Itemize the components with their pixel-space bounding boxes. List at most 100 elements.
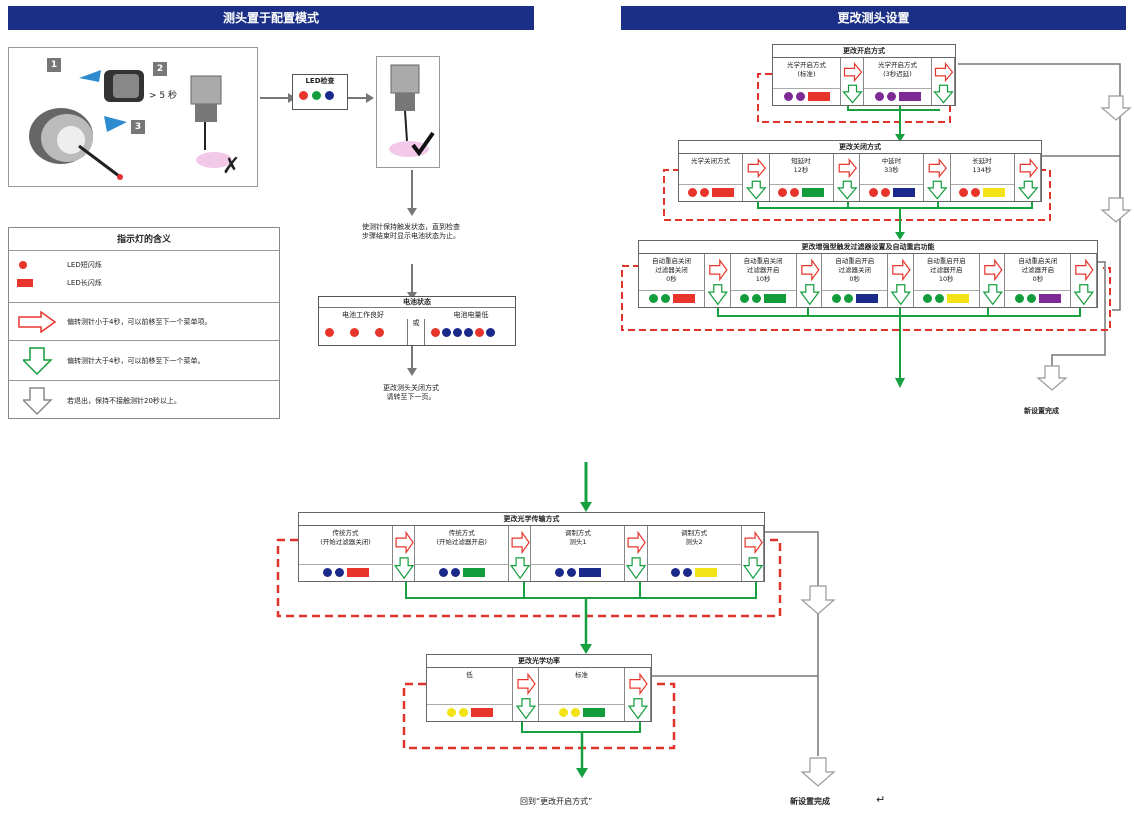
right-banner: 更改测头设置 [621, 6, 1126, 30]
led-long-flash [583, 708, 605, 717]
led-short-flash [778, 188, 787, 197]
led-pattern [539, 704, 624, 718]
led-green [312, 91, 321, 100]
menu-option-label: 调制方式 测头2 [648, 529, 741, 547]
led-short-flash [335, 568, 344, 577]
led-long-flash [347, 568, 369, 577]
led-long-flash [983, 188, 1005, 197]
led-short-flash [700, 188, 709, 197]
power-options: 低 标准 [427, 668, 651, 721]
center-flow-arrows [400, 168, 430, 398]
led-long-flash [856, 294, 878, 303]
legend-green-arrow-row: 偏转测针大于4秒，可以前移至下一个菜单。 [9, 340, 279, 380]
led-pattern [1005, 290, 1070, 304]
menu-option-label: 标准 [539, 671, 624, 680]
battery-low-led [464, 328, 473, 337]
led-short-flash [447, 708, 456, 717]
menu-option: 调制方式 测头2 [648, 526, 742, 581]
menu-option-label: 中延时 33秒 [860, 157, 923, 175]
legend-title: 指示灯的含义 [9, 232, 279, 245]
legend-red-arrow-row: 偏转测针小于4秒，可以前移至下一个菜单项。 [9, 302, 279, 340]
led-short-flash [559, 708, 568, 717]
led-short-flash [555, 568, 564, 577]
battery-title: 电池状态 [319, 298, 515, 308]
led-short-flash [923, 294, 932, 303]
menu-option-label: 自动重启开启 过滤器开启 10秒 [914, 257, 979, 284]
led-short-flash [571, 708, 580, 717]
return-mark: ↵ [876, 793, 885, 806]
long-flash-label: LED长闪烁 [67, 278, 102, 288]
left-banner: 测头置于配置模式 [8, 6, 534, 30]
led-pattern [427, 704, 512, 718]
led-red [299, 91, 308, 100]
menu-option-label: 传统方式 (开始过滤器开启) [415, 529, 508, 547]
led-short-flash [1027, 294, 1036, 303]
caption-trigger-line-2: 步骤结束时显示电池状态为止。 [336, 232, 486, 241]
led-short-flash [887, 92, 896, 101]
short-flash-dot [19, 261, 27, 269]
led-long-flash [899, 92, 921, 101]
menu-option: 自动重启开启 过滤器开启 10秒 [914, 254, 980, 307]
battery-low-led [475, 328, 484, 337]
menu-option: 自动重启关闭 过滤器关闭 0秒 [639, 254, 705, 307]
fail-x-icon: ✗ [222, 154, 240, 179]
led-short-flash [740, 294, 749, 303]
menu-option: 低 [427, 668, 513, 721]
next-option-arrow [1015, 154, 1042, 201]
led-short-flash [567, 568, 576, 577]
led-short-flash [439, 568, 448, 577]
led-short-flash [796, 92, 805, 101]
led-short-flash [971, 188, 980, 197]
next-option-arrow [509, 526, 531, 581]
led-pattern [860, 184, 923, 198]
menu-option-label: 自动重启关闭 过滤器开启 10秒 [731, 257, 796, 284]
return-label: 回到“更改开启方式” [520, 796, 592, 807]
led-pattern [773, 88, 840, 102]
next-option-arrow [1071, 254, 1097, 307]
battery-low-led [486, 328, 495, 337]
menu-option: 光学开启方式 (标准) [773, 58, 841, 105]
next-option-arrow [742, 526, 764, 581]
battery-low-led [442, 328, 451, 337]
led-pattern [914, 290, 979, 304]
menu-option-label: 光学开启方式 (标准) [773, 61, 840, 79]
led-short-flash [832, 294, 841, 303]
next-option-arrow [841, 58, 864, 105]
led-long-flash [673, 294, 695, 303]
led-short-flash [875, 92, 884, 101]
menu-option-label: 长延时 134秒 [951, 157, 1014, 175]
filter-title: 更改增强型触发过滤器设置及自动重启功能 [639, 241, 1097, 254]
led-blue [325, 91, 334, 100]
led-pattern [731, 290, 796, 304]
caption-next-line-2: 请转至下一页。 [336, 393, 486, 402]
led-pattern [770, 184, 833, 198]
menu-option-label: 短延时 12秒 [770, 157, 833, 175]
menu-option-label: 传统方式 (开始过滤器关闭) [299, 529, 392, 547]
led-short-flash [1015, 294, 1024, 303]
next-option-arrow [625, 526, 647, 581]
menu-option-label: 光学关闭方式 [679, 157, 742, 166]
menu-option: 中延时 33秒 [860, 154, 924, 201]
led-long-flash [947, 294, 969, 303]
caption-next-page: 更改测头关闭方式 请转至下一页。 [336, 384, 486, 402]
led-long-flash [1039, 294, 1061, 303]
menu-option: 传统方式 (开始过滤器关闭) [299, 526, 393, 581]
led-short-flash [752, 294, 761, 303]
caption-trigger-line-1: 使测针保持触发状态，直到检查 [336, 223, 486, 232]
short-flash-label: LED短闪烁 [67, 260, 102, 270]
red-arrow-icon [17, 311, 57, 333]
power-title: 更改光学功率 [427, 655, 651, 668]
led-pattern [531, 564, 624, 578]
battery-or-label: 或 [407, 319, 425, 345]
led-pattern [415, 564, 508, 578]
led-short-flash [688, 188, 697, 197]
menu-option: 光学开启方式 (3秒迟延) [864, 58, 932, 105]
menu-option-label: 自动重启关闭 过滤器关闭 0秒 [639, 257, 704, 284]
menu-option: 自动重启关闭 过滤器开启 10秒 [731, 254, 797, 307]
led-short-flash [451, 568, 460, 577]
menu-option: 标准 [539, 668, 625, 721]
led-long-flash [808, 92, 830, 101]
legend-exit-arrow-row: 若退出，保持不接触测针20秒以上。 [9, 380, 279, 420]
switch-off-title: 更改关闭方式 [679, 141, 1041, 154]
new-settings-label-1: 新设置完成 [1024, 406, 1059, 416]
